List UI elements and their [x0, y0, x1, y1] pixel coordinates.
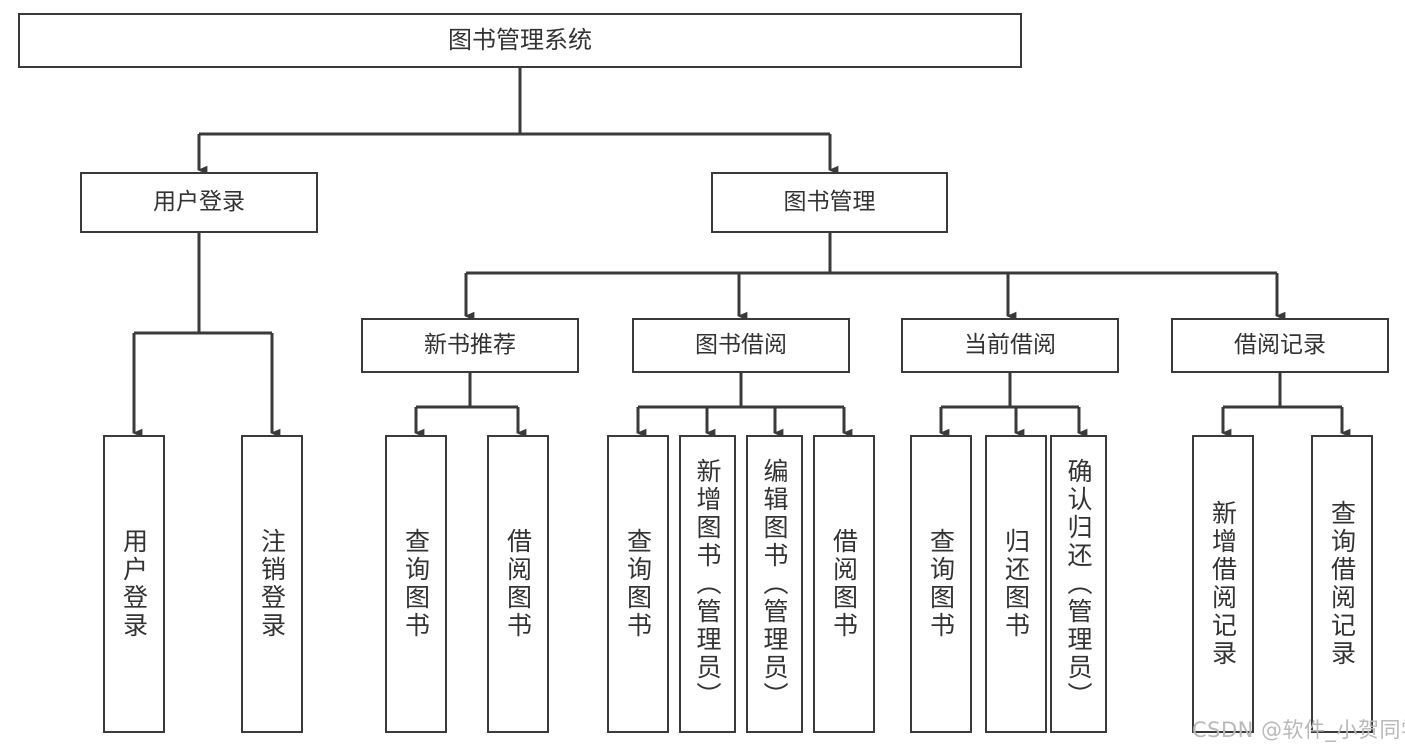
node-leaf-confirm-return[interactable]: 确认归还（管理员）: [1050, 435, 1107, 733]
node-leaf-query-book-new-label: 查询图书: [401, 528, 431, 640]
node-leaf-query-book-cb-label: 查询图书: [926, 528, 956, 640]
book-manage-connectors: [464, 233, 1286, 321]
node-book-borrow-label: 图书借阅: [695, 332, 787, 359]
node-root-label: 图书管理系统: [448, 25, 592, 54]
node-leaf-query-book-new[interactable]: 查询图书: [385, 435, 447, 733]
node-current-borrow[interactable]: 当前借阅: [901, 318, 1119, 373]
node-leaf-add-record[interactable]: 新增借阅记录: [1192, 435, 1254, 733]
current-borrow-connectors: [939, 373, 1088, 438]
node-leaf-query-record[interactable]: 查询借阅记录: [1311, 435, 1373, 733]
node-leaf-add-book[interactable]: 新增图书（管理员）: [679, 435, 736, 733]
node-leaf-query-book-br-label: 查询图书: [623, 528, 653, 640]
node-new-book-label: 新书推荐: [424, 332, 516, 359]
node-leaf-borrow-book-br[interactable]: 借阅图书: [813, 435, 875, 733]
node-leaf-return-book-label: 归还图书: [1001, 528, 1031, 640]
node-leaf-edit-book-label: 编辑图书（管理员）: [760, 458, 789, 710]
new-book-connectors: [414, 373, 527, 438]
node-user-login[interactable]: 用户登录: [80, 172, 318, 233]
node-leaf-borrow-book-br-label: 借阅图书: [829, 528, 859, 640]
user-login-connectors: [132, 233, 281, 438]
node-root[interactable]: 图书管理系统: [18, 13, 1022, 68]
node-book-manage[interactable]: 图书管理: [711, 172, 948, 233]
node-new-book[interactable]: 新书推荐: [361, 318, 579, 373]
node-leaf-return-book[interactable]: 归还图书: [985, 435, 1047, 733]
node-leaf-confirm-return-label: 确认归还（管理员）: [1064, 458, 1093, 710]
node-borrow-record-label: 借阅记录: [1234, 332, 1326, 359]
node-book-borrow[interactable]: 图书借阅: [632, 318, 850, 373]
node-leaf-borrow-book-new-label: 借阅图书: [503, 528, 533, 640]
node-borrow-record[interactable]: 借阅记录: [1171, 318, 1389, 373]
node-leaf-add-book-label: 新增图书（管理员）: [693, 458, 722, 710]
borrow-record-connectors: [1221, 373, 1351, 438]
node-book-manage-label: 图书管理: [783, 189, 876, 216]
node-user-login-label: 用户登录: [153, 189, 245, 216]
node-leaf-user-login[interactable]: 用户登录: [103, 435, 165, 733]
book-borrow-connectors: [636, 373, 853, 438]
node-leaf-user-logout-label: 注销登录: [257, 528, 287, 640]
node-leaf-add-record-label: 新增借阅记录: [1208, 500, 1238, 668]
node-leaf-query-record-label: 查询借阅记录: [1327, 500, 1357, 668]
node-leaf-user-logout[interactable]: 注销登录: [241, 435, 303, 733]
root-connectors: [197, 68, 839, 175]
node-leaf-borrow-book-new[interactable]: 借阅图书: [487, 435, 549, 733]
node-leaf-user-login-label: 用户登录: [119, 528, 149, 640]
node-leaf-query-book-br[interactable]: 查询图书: [607, 435, 669, 733]
node-leaf-edit-book[interactable]: 编辑图书（管理员）: [746, 435, 803, 733]
node-leaf-query-book-cb[interactable]: 查询图书: [910, 435, 972, 733]
node-current-borrow-label: 当前借阅: [964, 332, 1056, 359]
